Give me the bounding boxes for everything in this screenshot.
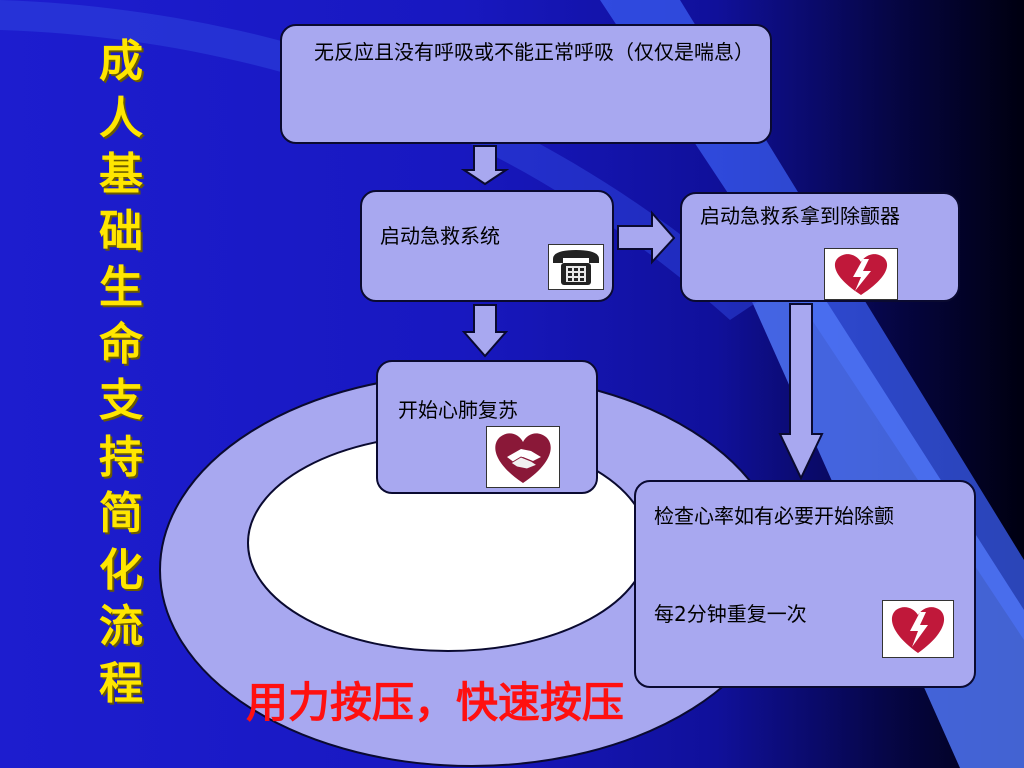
title-char: 生 <box>99 262 143 313</box>
title-char: 流 <box>99 601 143 652</box>
title-char: 简 <box>99 488 143 539</box>
cpr-slogan: 用力按压，快速按压 <box>246 678 625 727</box>
node-check-rhythm-label: 检查心率如有必要开始除颤 <box>654 504 894 528</box>
node-check-rhythm: 检查心率如有必要开始除颤 每2分钟重复一次 <box>634 480 976 688</box>
title-char: 础 <box>99 205 143 257</box>
title-char: 基 <box>99 149 143 200</box>
arrow-down-3 <box>778 303 824 481</box>
node-start-cpr: 开始心肺复苏 <box>376 360 598 494</box>
title-char: 成 <box>99 36 143 87</box>
title-char: 命 <box>99 318 143 370</box>
telephone-icon <box>548 244 604 290</box>
node-activate-ems-label: 启动急救系统 <box>380 224 500 248</box>
arrow-down-2 <box>461 304 509 358</box>
node-activate-ems: 启动急救系统 <box>360 190 614 302</box>
title-char: 化 <box>99 544 143 596</box>
node-unresponsive-label: 无反应且没有呼吸或不能正常呼吸（仅仅是喘息） <box>314 40 754 64</box>
aed-heart-icon <box>882 600 954 658</box>
node-get-defibrillator: 启动急救系拿到除颤器 <box>680 192 960 302</box>
arrow-right <box>617 210 676 265</box>
node-get-defibrillator-label: 启动急救系拿到除颤器 <box>700 204 900 228</box>
title-char: 程 <box>99 657 143 709</box>
node-start-cpr-label: 开始心肺复苏 <box>398 398 518 422</box>
cpr-hands-heart-icon <box>486 426 560 488</box>
title-char: 持 <box>99 431 143 483</box>
aed-heart-icon <box>824 248 898 300</box>
title-char: 支 <box>99 375 143 426</box>
node-repeat-label: 每2分钟重复一次 <box>654 602 807 626</box>
arrow-down-1 <box>460 145 510 186</box>
vertical-title: 成人基础生命支持简化流程 <box>92 34 150 712</box>
node-unresponsive: 无反应且没有呼吸或不能正常呼吸（仅仅是喘息） <box>280 24 772 144</box>
title-char: 人 <box>99 92 143 144</box>
